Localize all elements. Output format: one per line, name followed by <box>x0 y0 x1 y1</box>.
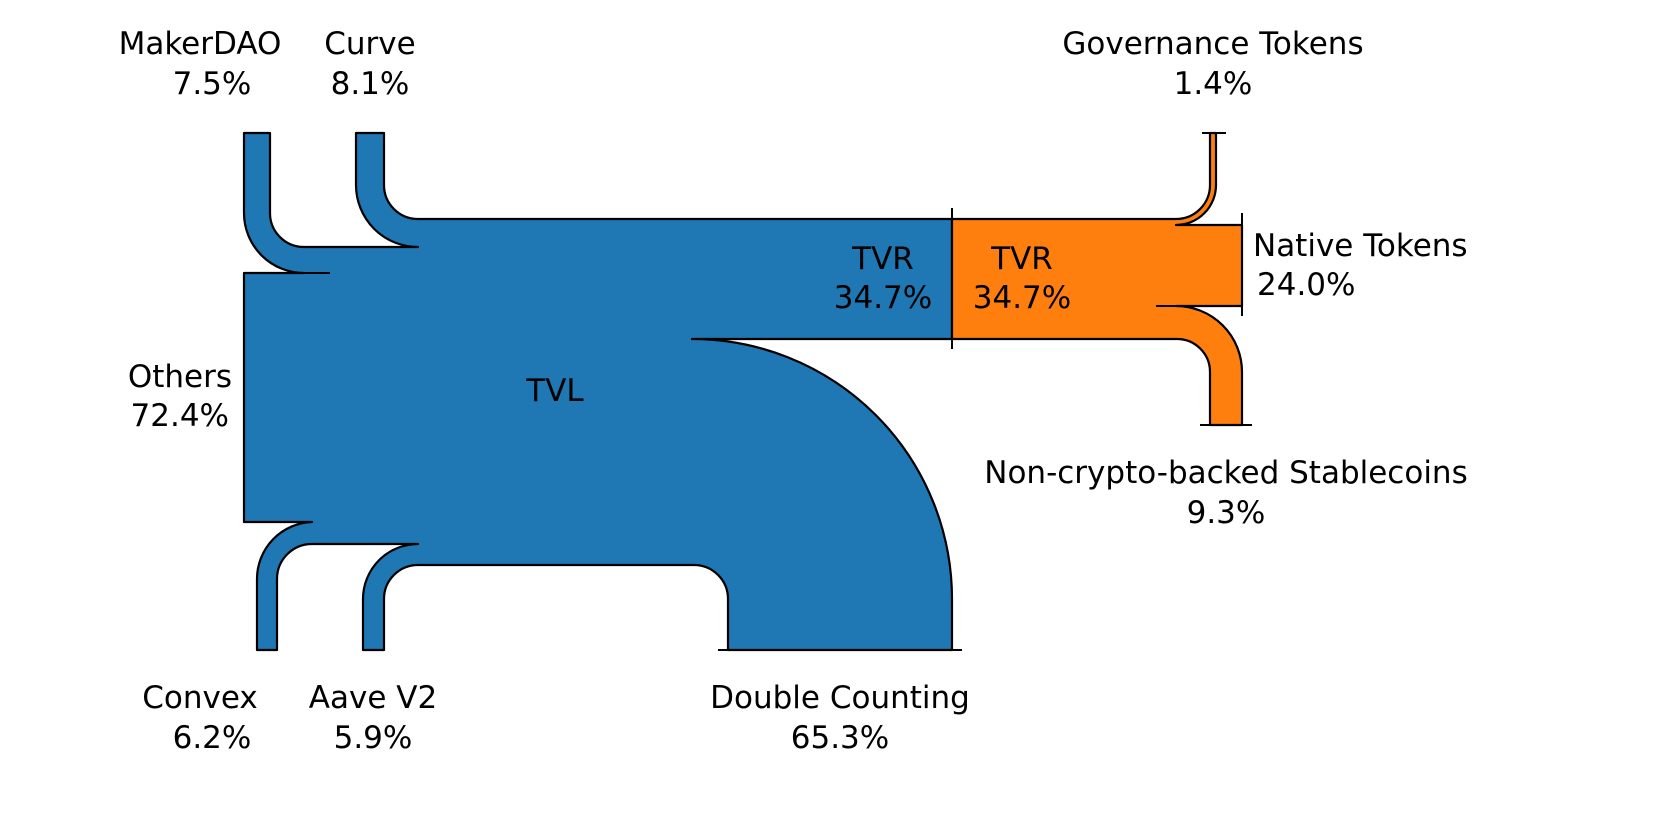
label-non-crypto-stablecoins: Non-crypto-backed Stablecoins <box>984 455 1467 491</box>
value-curve: 8.1% <box>331 66 410 102</box>
label-tvr-out: TVR <box>851 241 914 277</box>
flow-edge-lines <box>244 132 1252 651</box>
label-native-tokens: Native Tokens <box>1253 228 1468 264</box>
label-others: Others <box>128 359 232 395</box>
tvr-flow-shape <box>950 131 1244 427</box>
label-tvr-in: TVR <box>990 241 1053 277</box>
value-tvr-out: 34.7% <box>834 280 932 316</box>
value-governance-tokens: 1.4% <box>1174 66 1253 102</box>
value-makerdao: 7.5% <box>173 66 252 102</box>
label-convex: Convex <box>142 680 257 716</box>
label-double-counting: Double Counting <box>710 680 970 716</box>
label-curve: Curve <box>324 26 415 62</box>
value-convex: 6.2% <box>173 720 252 756</box>
label-tvl: TVL <box>525 373 584 409</box>
value-aave-v2: 5.9% <box>334 720 413 756</box>
value-non-crypto-stablecoins: 9.3% <box>1187 495 1266 531</box>
value-native-tokens: 24.0% <box>1257 267 1355 303</box>
value-others: 72.4% <box>131 398 229 434</box>
value-tvr-in: 34.7% <box>973 280 1071 316</box>
tvl-flow-shape <box>242 131 954 652</box>
label-governance-tokens: Governance Tokens <box>1062 26 1363 62</box>
value-double-counting: 65.3% <box>791 720 889 756</box>
label-makerdao: MakerDAO <box>119 26 282 62</box>
label-aave-v2: Aave V2 <box>309 680 437 716</box>
